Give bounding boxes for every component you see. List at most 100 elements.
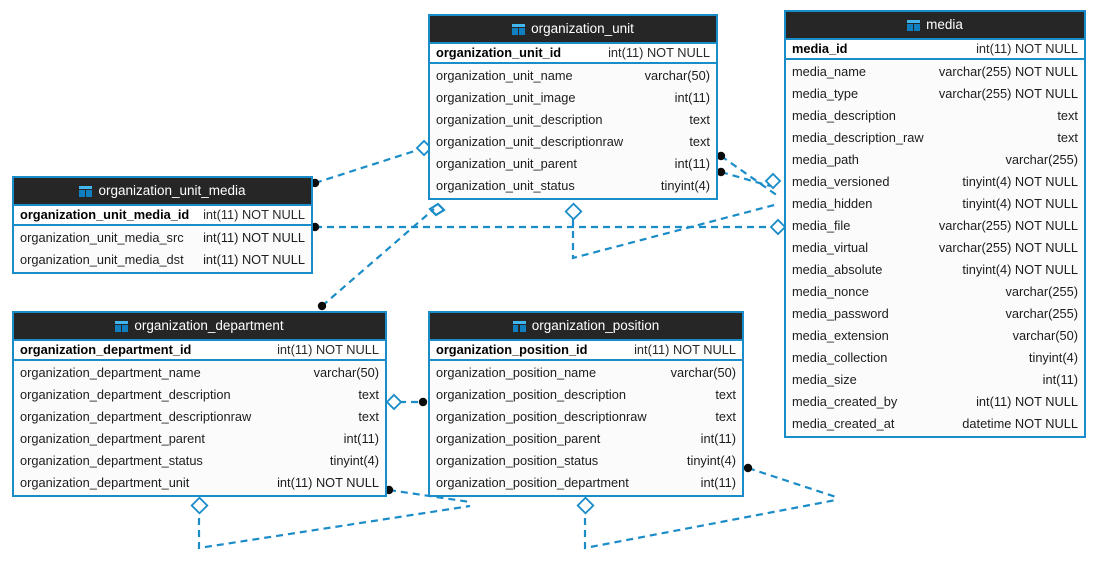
field-name: media_description — [792, 108, 896, 123]
field-name: organization_department_status — [20, 453, 203, 468]
field-type: int(11) NOT NULL — [203, 230, 305, 245]
field-name: organization_unit_status — [436, 178, 575, 193]
field-row[interactable]: organization_unit_parent int(11) — [430, 153, 716, 175]
field-type: int(11) NOT NULL — [203, 207, 305, 222]
table-icon — [512, 23, 526, 35]
table-title: organization_position — [531, 318, 660, 333]
table-title: organization_unit — [531, 21, 634, 36]
field-type: varchar(255) — [1005, 152, 1078, 167]
field-name: media_nonce — [792, 284, 869, 299]
field-type: text — [1057, 108, 1078, 123]
field-row[interactable]: media_nonce varchar(255) — [786, 281, 1084, 303]
field-type: text — [1057, 130, 1078, 145]
field-type: int(11) NOT NULL — [277, 475, 379, 490]
field-name: organization_unit_parent — [436, 156, 577, 171]
field-type: int(11) — [343, 431, 379, 446]
table-header[interactable]: organization_unit_media — [14, 178, 311, 204]
field-name: organization_unit_description — [436, 112, 603, 127]
field-name: media_absolute — [792, 262, 883, 277]
field-name: organization_department_name — [20, 365, 201, 380]
field-row[interactable]: organization_unit_media_src int(11) NOT N… — [14, 227, 311, 249]
table-header[interactable]: organization_department — [14, 313, 385, 339]
field-type: varchar(255) NOT NULL — [938, 86, 1078, 101]
field-row[interactable]: organization_position_parent int(11) — [430, 428, 742, 450]
field-row[interactable]: media_hidden tinyint(4) NOT NULL — [786, 193, 1084, 215]
connector-oum-to-unit — [310, 139, 433, 188]
field-type: varchar(255) NOT NULL — [938, 240, 1078, 255]
table-header[interactable]: organization_unit — [430, 16, 716, 42]
field-name: media_password — [792, 306, 889, 321]
field-type: varchar(255) — [1005, 284, 1078, 299]
table-organization_unit_media[interactable]: organization_unit_media organization_unit… — [12, 176, 313, 274]
connector-department-to-unit — [317, 208, 435, 311]
table-icon — [512, 320, 526, 332]
table-organization_position[interactable]: organization_position organization_positi… — [428, 311, 744, 497]
field-type: int(11) NOT NULL — [203, 252, 305, 267]
field-row[interactable]: media_description text — [786, 105, 1084, 127]
table-header[interactable]: organization_position — [430, 313, 742, 339]
table-icon — [79, 185, 93, 197]
field-name: organization_department_descriptionraw — [20, 409, 252, 424]
field-list: organization_unit_media_src int(11) NOT N… — [14, 226, 311, 272]
field-name: organization_position_descriptionraw — [436, 409, 647, 424]
field-name: media_hidden — [792, 196, 873, 211]
field-row[interactable]: organization_unit_description text — [430, 109, 716, 131]
field-name: media_created_at — [792, 416, 895, 431]
field-type: int(11) NOT NULL — [976, 394, 1078, 409]
field-name: organization_position_parent — [436, 431, 601, 446]
field-type: int(11) — [700, 431, 736, 446]
field-type: text — [689, 134, 710, 149]
field-name: media_collection — [792, 350, 888, 365]
field-name: organization_unit_media_src — [20, 230, 184, 245]
table-header[interactable]: media — [786, 12, 1084, 38]
field-type: text — [689, 112, 710, 127]
field-name: organization_unit_image — [436, 90, 576, 105]
field-type: int(11) — [674, 156, 710, 171]
field-type: int(11) — [700, 475, 736, 490]
connector-unit-to-media-upper — [716, 167, 782, 190]
field-type: tinyint(4) NOT NULL — [962, 196, 1078, 211]
connector-oum-to-media — [310, 218, 787, 236]
table-title: organization_unit_media — [98, 183, 246, 198]
